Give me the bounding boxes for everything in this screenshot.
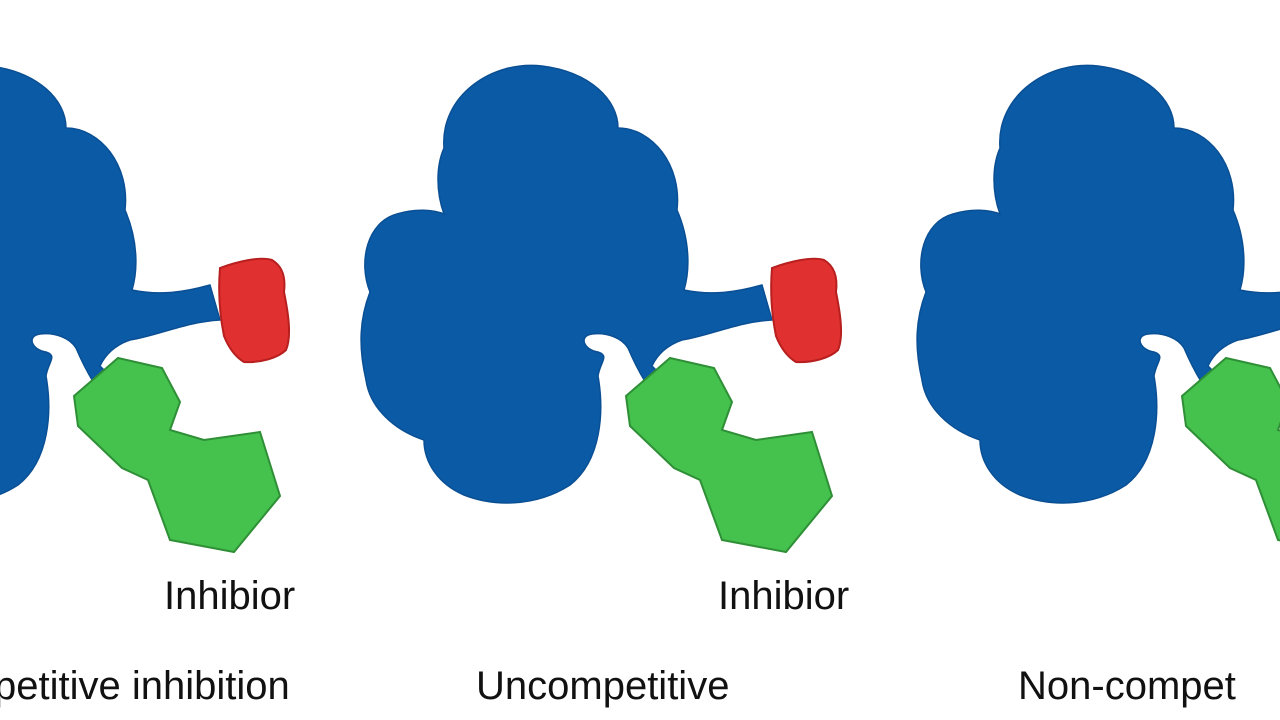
substrate-shape-1 (73, 357, 281, 553)
panel-title-1: petitive inhibition (0, 664, 290, 708)
panel-1 (0, 64, 291, 553)
substrate-shape-3 (1181, 357, 1280, 553)
panel-3 (916, 64, 1280, 553)
panel-title-3: Non-compet (1018, 664, 1236, 708)
panel-title-2: Uncompetitive (476, 664, 730, 708)
substrate-shape-2 (625, 357, 833, 553)
inhibitor-label-1: Inhibior (164, 574, 296, 618)
inhibitor-shape-1 (218, 257, 291, 364)
inhibitor-shape-2 (770, 257, 843, 364)
panel-2 (360, 64, 843, 553)
inhibitor-label-2: Inhibior (718, 574, 850, 618)
